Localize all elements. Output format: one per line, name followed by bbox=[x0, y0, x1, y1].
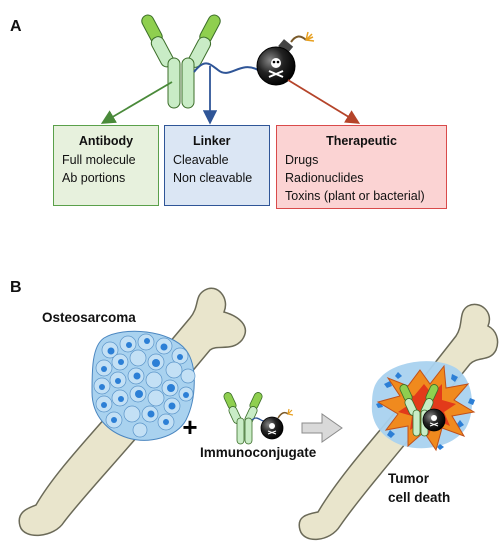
immunoconjugate-label: Immunoconjugate bbox=[200, 445, 317, 460]
immunoconjugate-icon bbox=[223, 392, 294, 445]
process-arrow bbox=[301, 413, 343, 443]
linker-box-line: Cleavable bbox=[173, 153, 229, 167]
plus-sign: + bbox=[182, 412, 197, 442]
linker-wire bbox=[193, 62, 259, 74]
linker-box-line: Non cleavable bbox=[173, 171, 253, 185]
therapeutic-box-line: Radionuclides bbox=[285, 171, 364, 185]
therapeutic-box: Therapeutic Drugs Radionuclides Toxins (… bbox=[276, 125, 447, 209]
osteosarcoma-label: Osteosarcoma bbox=[42, 310, 136, 325]
therapeutic-box-line: Toxins (plant or bacterial) bbox=[285, 189, 425, 203]
arrow-to-therapeutic bbox=[287, 79, 361, 124]
antibody-box-line: Full molecule bbox=[62, 153, 136, 167]
antibody-box-line: Ab portions bbox=[62, 171, 126, 185]
tumor-label: Tumor bbox=[388, 471, 429, 486]
antibody-icon bbox=[141, 14, 221, 109]
cell-death-label: cell death bbox=[388, 490, 451, 505]
antibody-box: Antibody Full molecule Ab portions bbox=[53, 125, 159, 206]
dying-tumor bbox=[371, 361, 476, 452]
bomb-icon bbox=[256, 31, 315, 86]
linker-box-title: Linker bbox=[193, 134, 231, 148]
arrow-to-antibody bbox=[100, 81, 173, 124]
therapeutic-box-line: Drugs bbox=[285, 153, 319, 167]
tumor-mass bbox=[91, 330, 196, 441]
therapeutic-box-title: Therapeutic bbox=[326, 134, 397, 148]
antibody-box-title: Antibody bbox=[78, 134, 134, 148]
panel-b-label: B bbox=[10, 279, 22, 296]
linker-box: Linker Cleavable Non cleavable bbox=[164, 125, 270, 206]
panel-a-label: A bbox=[10, 18, 22, 35]
